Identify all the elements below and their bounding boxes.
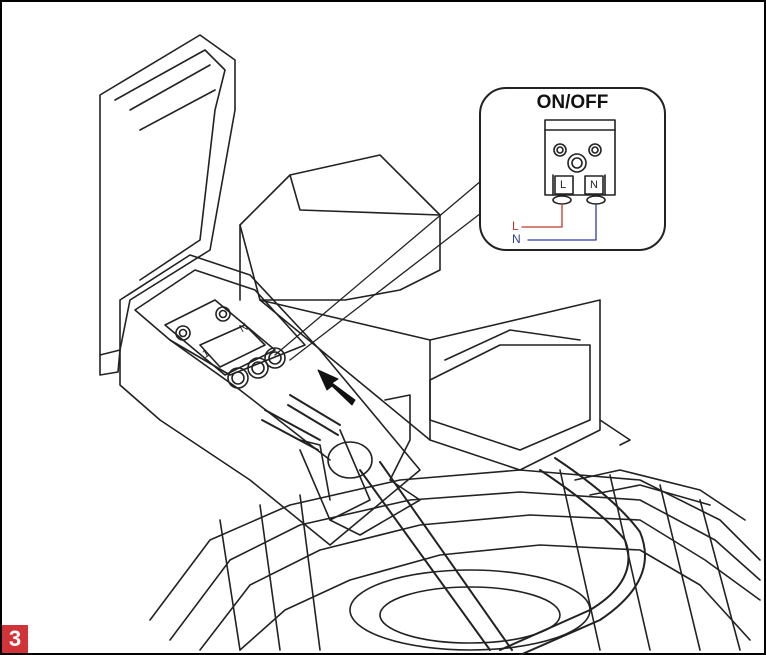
- terminal-housing: [119, 254, 421, 546]
- wire-connectors: [261, 394, 421, 536]
- wire-label-n: N: [512, 232, 521, 246]
- terminal-cover: [99, 34, 236, 376]
- driver-box: [239, 154, 631, 471]
- fan-grill: [149, 469, 761, 651]
- terminal-block: [164, 299, 286, 389]
- wire-label-l: L: [512, 219, 519, 233]
- inset-callout: [479, 87, 666, 251]
- inset-title: ON/OFF: [536, 92, 609, 113]
- inset-terminal-label-l: L: [560, 179, 567, 191]
- cable: [359, 457, 646, 655]
- arrow-icon: [317, 369, 356, 406]
- inset-terminal-label-n: N: [590, 179, 598, 191]
- leader-lines: [274, 174, 499, 361]
- step-badge: 3: [2, 625, 28, 653]
